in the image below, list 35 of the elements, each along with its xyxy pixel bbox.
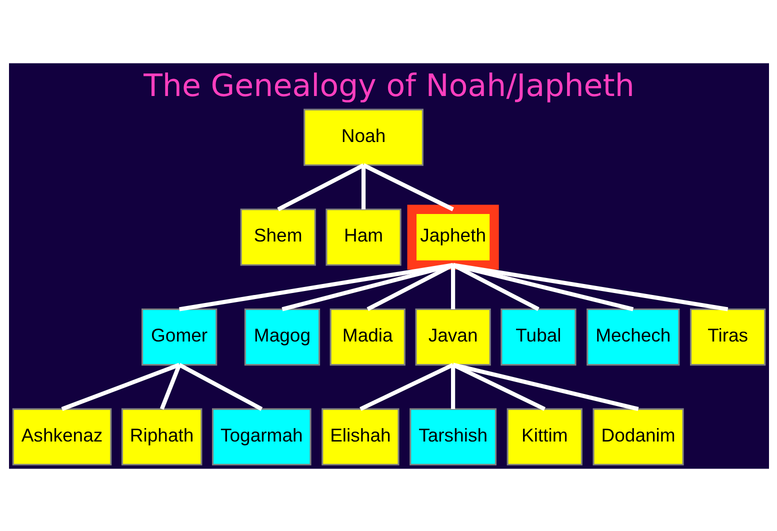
node-box: Kittim xyxy=(506,408,582,465)
connector xyxy=(178,262,453,311)
node-box: Ham xyxy=(325,208,401,266)
connector xyxy=(452,262,539,311)
node-box: Tarshish xyxy=(409,408,496,465)
connector xyxy=(276,162,364,211)
connector xyxy=(360,164,366,209)
node-box: Noah xyxy=(303,108,423,166)
connector xyxy=(450,364,455,409)
connector xyxy=(452,362,638,411)
connector xyxy=(159,364,181,410)
connector xyxy=(281,262,454,311)
node-box: Tubal xyxy=(500,308,576,366)
connector xyxy=(452,362,546,410)
connector xyxy=(359,362,454,410)
node-box: Shem xyxy=(240,208,316,266)
connector xyxy=(450,264,455,309)
node-box: Javan xyxy=(414,308,490,366)
connector xyxy=(366,262,454,311)
node-box: Elishah xyxy=(321,408,399,465)
node-box: Ashkenaz xyxy=(12,408,112,465)
connector xyxy=(362,162,454,211)
node-box: Madia xyxy=(329,308,405,366)
node-box: Mechech xyxy=(586,308,680,366)
node-box: Togarmah xyxy=(212,408,311,465)
connector xyxy=(178,362,262,410)
node-box: Japheth xyxy=(406,204,498,270)
diagram-title: The Genealogy of Noah/Japheth xyxy=(143,68,634,104)
node-box: Riphath xyxy=(120,408,202,465)
node-box: Tiras xyxy=(690,308,766,366)
node-box: Gomer xyxy=(141,308,217,366)
connector xyxy=(452,262,728,311)
node-box: Dodanim xyxy=(592,408,684,465)
node-box: Magog xyxy=(244,308,320,366)
connector xyxy=(60,362,180,410)
